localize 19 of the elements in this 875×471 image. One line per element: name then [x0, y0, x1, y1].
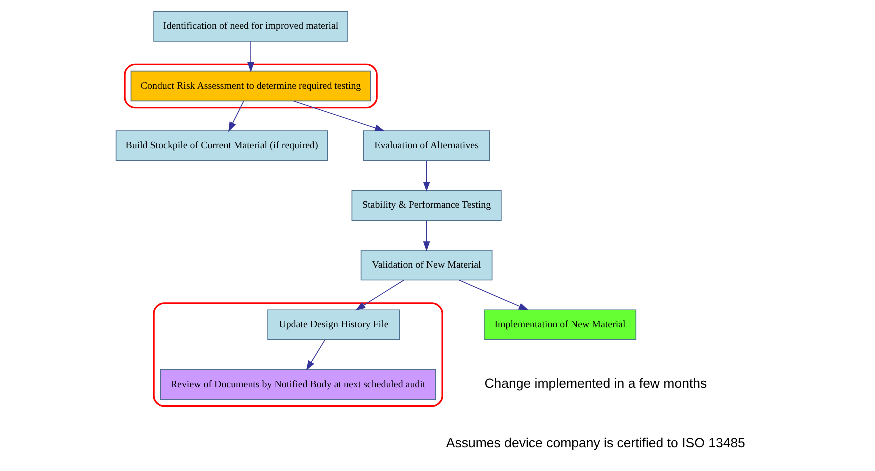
node-box: Update Design History File	[267, 310, 400, 340]
arrow	[292, 100, 385, 132]
arrow	[306, 340, 326, 371]
arrow	[247, 41, 254, 73]
node-box: Validation of New Material	[360, 250, 492, 281]
arrow	[422, 160, 430, 192]
node-box: Identification of need for improved material	[153, 11, 348, 42]
label: Change implemented in a few months	[484, 376, 707, 391]
node-box: Implementation of New Material	[484, 310, 636, 340]
arrow	[458, 280, 528, 311]
arrow	[228, 101, 244, 132]
label: Assumes device company is certified to ISO 13485	[446, 436, 745, 451]
arrow	[422, 220, 430, 252]
node-box: Evaluation of Alternatives	[362, 130, 490, 162]
arrow	[355, 280, 404, 311]
node-box: Build Stockpile of Current Material (if required)	[115, 130, 328, 162]
node-box: Stability & Performance Testing	[351, 190, 502, 221]
node-box: Conduct Risk Assessment to determine required testing	[130, 70, 371, 102]
node-box: Review of Documents by Notified Body at next scheduled audit	[160, 369, 436, 400]
